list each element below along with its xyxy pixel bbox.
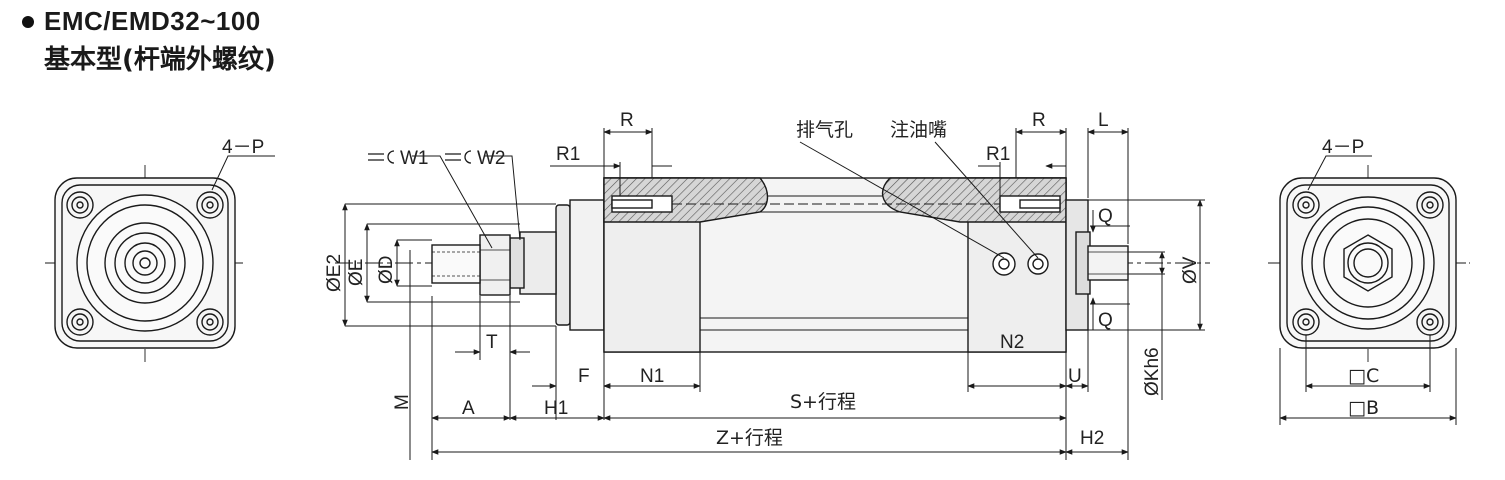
right-hole-label: 4－P — [1322, 137, 1364, 158]
dim-e: ØE — [346, 259, 367, 286]
dim-v: ØV — [1180, 256, 1201, 284]
dim-b: □B — [1348, 397, 1379, 419]
dim-r-right: R — [1032, 110, 1046, 131]
title-row: EMC/EMD32~100 — [22, 6, 276, 37]
dim-t: T — [486, 332, 498, 353]
dim-c: □C — [1348, 365, 1379, 387]
right-end-view — [1268, 155, 1470, 425]
side-dimensions — [342, 128, 1205, 460]
side-view — [335, 177, 1210, 353]
dim-r-left: R — [620, 110, 634, 131]
left-bolt-holes — [66, 191, 224, 336]
dim-l: L — [1098, 110, 1109, 131]
w2-label: W2 — [477, 148, 506, 169]
dim-m: M — [392, 394, 413, 410]
header: EMC/EMD32~100 基本型(杆端外螺纹) — [22, 6, 276, 76]
left-end-view — [45, 155, 275, 362]
dim-s: S+行程 — [790, 391, 856, 413]
page-subtitle: 基本型(杆端外螺纹) — [44, 45, 276, 75]
dim-n2: N2 — [1000, 332, 1024, 353]
dim-d: ØD — [376, 256, 397, 285]
dim-e2: ØE2 — [324, 254, 345, 292]
exhaust-label: 排气孔 — [796, 119, 853, 141]
dim-u: U — [1068, 366, 1082, 387]
dim-q-bottom: Q — [1098, 310, 1113, 331]
dim-r1-right: R1 — [986, 144, 1010, 165]
wrench-icon — [445, 150, 472, 164]
grease-label: 注油嘴 — [890, 119, 947, 141]
dim-r1-left: R1 — [556, 144, 580, 165]
left-hole-label: 4－P — [222, 137, 264, 158]
dim-h1: H1 — [544, 398, 568, 419]
dim-a: A — [462, 398, 475, 419]
dim-f: F — [578, 366, 590, 387]
dim-kh6: ØKh6 — [1142, 347, 1163, 396]
dim-q-top: Q — [1098, 206, 1113, 227]
w1-label: W1 — [400, 148, 429, 169]
page-title: EMC/EMD32~100 — [44, 6, 261, 36]
dim-h2: H2 — [1080, 428, 1104, 449]
dim-n1: N1 — [640, 366, 664, 387]
wrench-icon — [368, 150, 395, 164]
dim-z: Z+行程 — [716, 427, 783, 449]
bullet-icon — [22, 15, 34, 28]
